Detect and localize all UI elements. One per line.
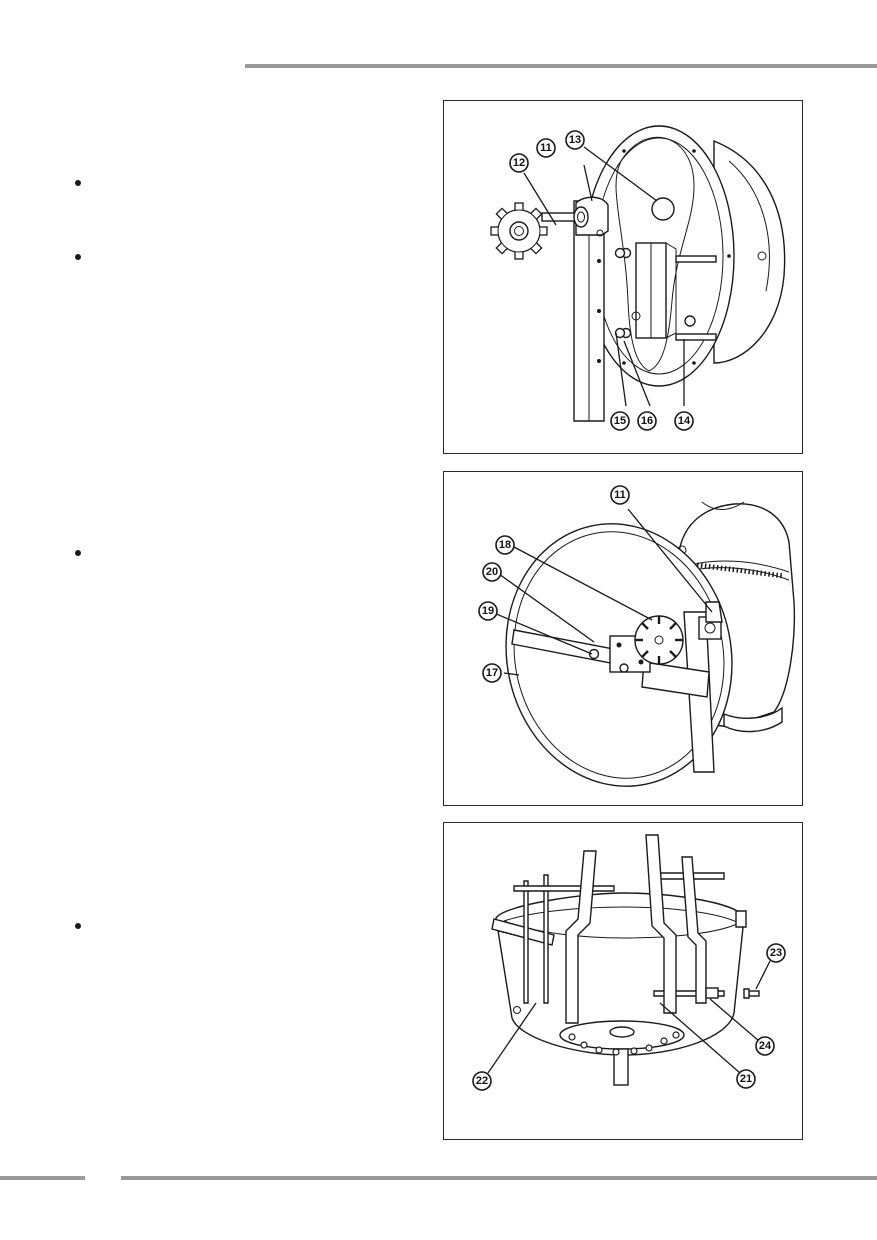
callout-11: 11 [610, 485, 630, 505]
svg-text:23: 23 [770, 947, 782, 959]
figure-tilt-wheel: 11 18 20 19 17 [443, 471, 803, 806]
svg-text:17: 17 [486, 667, 498, 679]
svg-text:12: 12 [513, 157, 525, 169]
callout-18: 18 [495, 535, 515, 555]
bullet-point-2 [75, 254, 81, 260]
svg-text:18: 18 [499, 539, 511, 551]
callout-13: 13 [565, 130, 585, 150]
mixing-blade-left [565, 850, 597, 1024]
svg-text:22: 22 [476, 1075, 488, 1087]
svg-text:19: 19 [482, 605, 494, 617]
figure-drum-back-plate: 13 11 12 15 16 14 [443, 100, 803, 454]
callout-22: 22 [472, 1071, 492, 1091]
svg-text:24: 24 [759, 1040, 772, 1052]
svg-text:21: 21 [740, 1073, 752, 1085]
callout-15: 15 [610, 411, 630, 431]
tilt-gear-icon [634, 615, 684, 665]
bullet-point-1 [75, 180, 81, 186]
header-rule [245, 64, 877, 68]
svg-text:11: 11 [540, 142, 552, 154]
callout-23: 23 [766, 943, 786, 963]
callout-12: 12 [509, 153, 529, 173]
svg-text:15: 15 [614, 415, 626, 427]
callout-20: 20 [482, 562, 502, 582]
tilt-wheel-drawing: 11 18 20 19 17 [478, 485, 796, 787]
svg-text:14: 14 [678, 415, 691, 427]
footer-rule-right [121, 1176, 877, 1180]
svg-text:13: 13 [569, 134, 581, 146]
callout-21: 21 [736, 1069, 756, 1089]
figure-mixing-drum: 23 24 22 21 [443, 822, 803, 1140]
mixing-drum-drawing: 23 24 22 21 [472, 834, 786, 1091]
callout-19: 19 [478, 601, 498, 621]
callout-14: 14 [674, 411, 694, 431]
callout-16: 16 [637, 411, 657, 431]
callout-11: 11 [536, 138, 556, 158]
svg-text:16: 16 [641, 415, 653, 427]
bullet-point-3 [75, 550, 81, 556]
svg-text:11: 11 [614, 489, 626, 501]
svg-text:20: 20 [486, 566, 498, 578]
mixing-blade-right [645, 834, 677, 1014]
callout-24: 24 [755, 1036, 775, 1056]
bullet-point-4 [75, 923, 81, 929]
sprocket-gear-icon [490, 202, 548, 260]
drum-back-plate-drawing: 13 11 12 15 16 14 [490, 125, 786, 431]
footer-rule-left [0, 1176, 85, 1180]
callout-17: 17 [482, 663, 502, 683]
